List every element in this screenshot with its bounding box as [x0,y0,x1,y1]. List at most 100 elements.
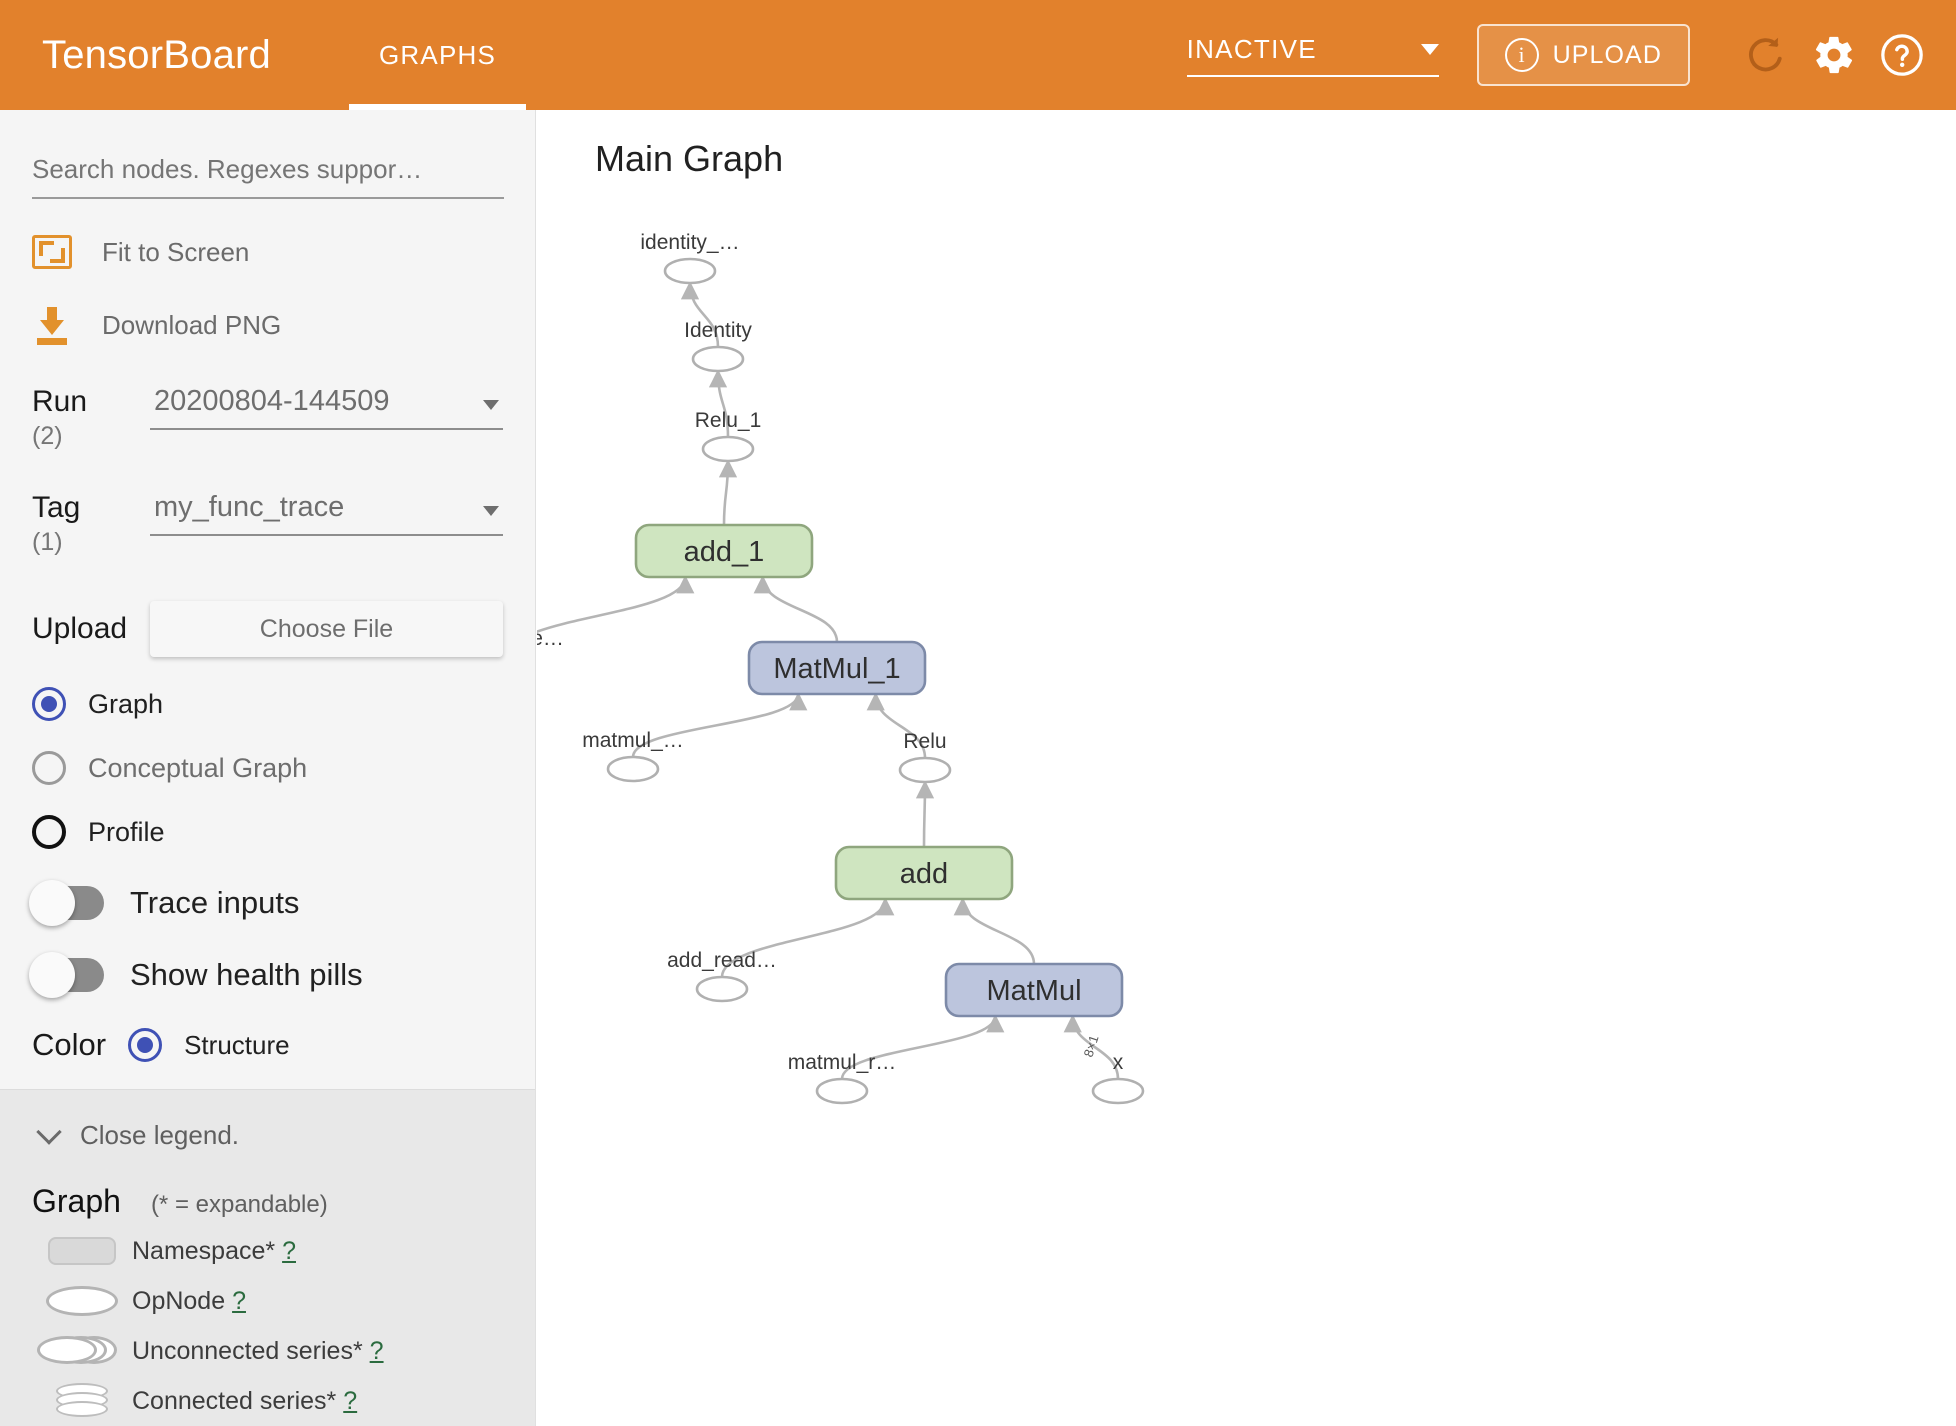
toggle-show-health-pills-label: Show health pills [130,957,363,992]
graph-node-add_read[interactable]: add_read… [667,949,777,1003]
radio-graph-indicator [32,687,66,721]
graph-edge [866,692,927,759]
legend-item-opnode: OpNode ? [32,1282,503,1320]
node-label: add [900,858,948,890]
chevron-down-icon [1420,43,1439,55]
legend-item-connected-series: Connected series* ? [32,1382,503,1420]
sidebar-divider [0,1089,535,1090]
header-right-controls: INACTIVE i UPLOAD [1186,24,1928,86]
graph-node-MatMul_1[interactable]: MatMul_1 [747,640,927,696]
graph-node-add_1[interactable]: add_1 [634,523,814,579]
radio-profile[interactable]: Profile [32,815,503,849]
radio-graph-label: Graph [88,688,164,719]
upload-button-label: UPLOAD [1552,40,1662,69]
run-status-label: INACTIVE [1186,33,1317,64]
app-brand: TensorBoard [42,32,271,77]
graph-node-identity_out[interactable]: identity_… [640,231,740,285]
radio-conceptual-graph-indicator [32,751,66,785]
radio-structure-label: Structure [184,1029,290,1060]
chevron-down-icon [483,400,499,410]
node-label: add_1_re… [537,627,564,650]
node-label: matmul_… [582,729,684,752]
graph-node-MatMul[interactable]: MatMul [944,962,1124,1018]
legend-header: Graph (* = expandable) [32,1183,503,1220]
fit-to-screen-button[interactable]: Fit to Screen [32,235,503,269]
node-label: MatMul_1 [773,653,900,685]
toggle-show-health-pills-switch [29,952,104,998]
toggle-trace-inputs-label: Trace inputs [130,885,300,920]
sidebar: Fit to Screen Download PNG Run (2) 20200… [0,110,536,1426]
graph-node-Identity[interactable]: Identity [684,319,752,373]
radio-conceptual-graph-label: Conceptual Graph [88,752,308,783]
tag-label: Tag [32,491,81,524]
download-icon [32,305,72,345]
tag-dropdown[interactable]: my_func_trace [150,491,503,536]
legend-label-unconnected-series: Unconnected series* [132,1336,363,1365]
help-button[interactable] [1876,29,1928,81]
chevron-down-icon [36,1118,62,1145]
node-label: identity_… [640,231,739,254]
download-png-button[interactable]: Download PNG [32,305,503,345]
graph-node-add_1_read[interactable]: add_1_re… [537,627,564,679]
run-dropdown[interactable]: 20200804-144509 [150,385,503,430]
close-legend-button[interactable]: Close legend. [32,1118,503,1151]
legend-subtitle: (* = expandable) [150,1191,328,1218]
nav-tabs: GRAPHS [349,0,527,110]
node-label: MatMul [986,975,1081,1007]
upload-field: Upload Choose File [32,601,503,657]
help-link[interactable]: ? [282,1236,296,1265]
legend-title: Graph [32,1183,121,1219]
node-label: add_read… [667,949,777,972]
help-link[interactable]: ? [343,1386,358,1415]
radio-structure-indicator[interactable] [128,1028,163,1062]
graph-node-Relu_1[interactable]: Relu_1 [695,409,762,463]
help-link[interactable]: ? [369,1336,384,1365]
help-link[interactable]: ? [232,1286,246,1315]
page-title: Main Graph [595,138,784,179]
graph-node-Relu[interactable]: Relu [898,730,952,784]
edge-label: 8×1 [1081,1033,1102,1059]
node-label: Relu_1 [695,409,762,432]
node-label: x [1113,1051,1124,1074]
graph-node-x[interactable]: x [1091,1051,1145,1105]
radio-graph[interactable]: Graph [32,687,503,721]
tag-field-label: Tag (1) [32,491,150,557]
opnode-glyph-icon [32,1282,132,1320]
radio-conceptual-graph[interactable]: Conceptual Graph [32,751,503,785]
graph-edges: 8×1 [537,281,1120,1080]
graph-edge [680,281,720,348]
tab-graphs[interactable]: GRAPHS [349,0,527,110]
toggle-show-health-pills[interactable]: Show health pills [29,952,503,998]
node-label: Relu [903,730,946,753]
fit-to-screen-icon [32,235,72,269]
close-legend-label: Close legend. [80,1120,239,1150]
tag-field: Tag (1) my_func_trace [32,491,503,557]
color-option-row: Color Structure [32,1027,503,1085]
run-field-label: Run (2) [32,385,150,451]
graph-edge [718,459,738,526]
refresh-button[interactable] [1740,29,1792,81]
sidebar-controls: Fit to Screen Download PNG Run (2) 20200… [0,154,535,1085]
toggle-trace-inputs[interactable]: Trace inputs [29,880,503,926]
download-png-label: Download PNG [102,309,282,340]
upload-button[interactable]: i UPLOAD [1476,24,1690,86]
graph-edge [1063,1014,1120,1080]
run-status-dropdown[interactable]: INACTIVE [1186,33,1439,77]
graph-node-matmul_read[interactable]: matmul_r… [788,1051,897,1105]
search-container [32,154,504,199]
choose-file-button[interactable]: Choose File [150,601,503,657]
graph-node-add[interactable]: add [834,845,1014,901]
info-icon: i [1504,38,1539,72]
graph-edge [753,575,839,643]
node-label: matmul_r… [788,1051,897,1074]
graph-edge [840,1014,1005,1080]
legend-item-namespace: Namespace* ? [32,1232,503,1270]
settings-button[interactable] [1808,29,1860,81]
graph-node-matmul_read1[interactable]: matmul_… [582,729,684,783]
run-label: Run [32,385,88,418]
toggle-trace-inputs-switch [29,880,104,926]
search-input[interactable] [32,154,504,199]
